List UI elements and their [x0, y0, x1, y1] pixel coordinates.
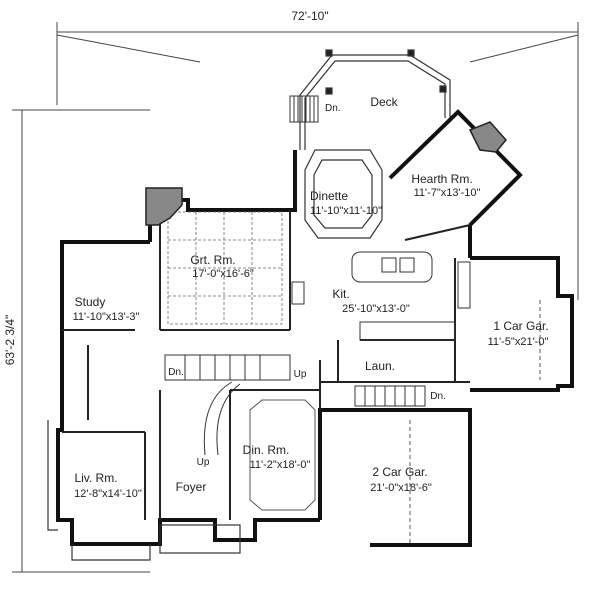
foyer-label: Foyer	[176, 480, 207, 494]
garage2-size: 21'-0"x18'-6"	[370, 482, 432, 494]
fireplace-hearth-room	[468, 121, 507, 153]
great-room-ceiling-grid	[167, 211, 283, 325]
dinette-size: 11'-10"x11'-10"	[310, 205, 382, 217]
great-room-label: Grt. Rm.	[190, 253, 235, 267]
kitchen-size: 25'-10"x13'-0"	[342, 303, 410, 315]
deck-stair	[289, 95, 319, 123]
dimension-lines	[12, 22, 579, 573]
main-stair-up-label: Up	[294, 369, 307, 380]
main-stair	[164, 354, 291, 456]
dining-ceiling	[249, 399, 316, 511]
deck-stair-label: Dn.	[325, 103, 341, 114]
living-room-size: 12'-8"x14'-10"	[74, 488, 142, 500]
kitchen-fixtures	[291, 251, 471, 341]
fireplace-great-room	[145, 187, 183, 226]
deck-outline	[299, 49, 451, 150]
deck-label: Deck	[370, 95, 398, 109]
garage-doors	[409, 300, 541, 545]
dining-room-label: Din. Rm.	[243, 443, 290, 457]
garage-stair	[354, 385, 426, 407]
living-room-label: Liv. Rm.	[74, 471, 117, 485]
great-room-size: 17'-0"x16'-6"	[192, 268, 254, 280]
study-label: Study	[75, 295, 106, 309]
study-size: 11'-10"x13'-3"	[73, 311, 140, 323]
hearth-room-size: 11'-7"x13'-10"	[414, 187, 481, 199]
entry-bays	[47, 420, 241, 561]
room-labels: 72'-10" 63'-2 3/4" Deck Dn. Hearth Rm. 1…	[3, 9, 549, 500]
kitchen-label: Kit.	[332, 287, 349, 301]
main-stair-down-label: Dn.	[168, 367, 184, 378]
garage2-label: 2 Car Gar.	[372, 465, 427, 479]
garage-stair-down-label: Dn.	[430, 391, 446, 402]
dinette-bay	[304, 149, 383, 239]
garage1-size: 11'-5"x21'-0"	[488, 336, 549, 348]
garage1-label: 1 Car Gar.	[493, 319, 548, 333]
overall-width-label: 72'-10"	[291, 9, 328, 23]
dining-room-size: 11'-2"x18'-0"	[250, 459, 311, 471]
overall-depth-label: 63'-2 3/4"	[3, 315, 17, 366]
laundry-label: Laun.	[365, 359, 395, 373]
foyer-stair-up-label: Up	[197, 457, 210, 468]
hearth-room-label: Hearth Rm.	[411, 172, 472, 186]
dinette-label: Dinette	[310, 189, 348, 203]
